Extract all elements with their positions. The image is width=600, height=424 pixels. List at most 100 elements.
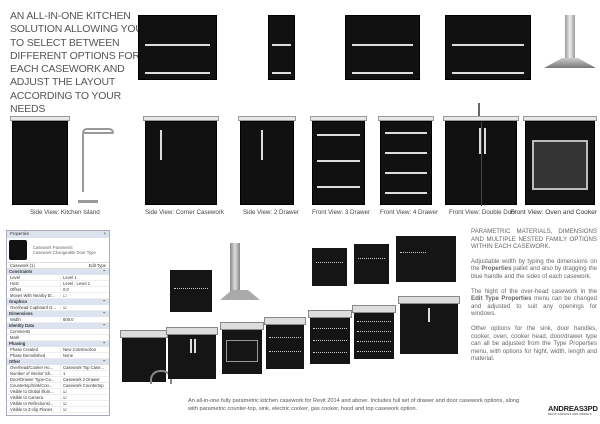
collapse-icon[interactable]: ⌃ — [102, 269, 106, 274]
edit-type-button[interactable]: Edit Type — [88, 263, 106, 268]
property-label: Overhead/Cooker Ho... — [10, 365, 54, 370]
property-label: Level — [10, 275, 21, 280]
property-row: Host Level : Level 1 — [7, 281, 109, 287]
property-value[interactable]: ☑ — [60, 407, 109, 412]
text: Other options for the sink, door handles… — [471, 324, 597, 363]
collapse-icon[interactable]: ⌃ — [102, 323, 106, 328]
text-bold: Edit Type Properties — [471, 295, 532, 303]
property-row: Countertop/Sink/Coo... Casework Counterto… — [7, 383, 109, 389]
property-label: Visible to Reflections/... — [10, 401, 54, 406]
property-row: Overhead/Cooker Ho... Casework Top Case..… — [7, 365, 109, 371]
property-row: Moves With Nearby El... ☐ — [7, 293, 109, 299]
property-value[interactable]: 0.0 — [60, 287, 109, 292]
property-section[interactable]: Phasing ⌃ — [7, 341, 109, 347]
property-value[interactable]: ☑ — [60, 401, 109, 406]
logo-name: ANDREAS3PD — [548, 404, 598, 413]
property-label: Phase Demolished — [10, 353, 46, 358]
section-title: Constraints — [9, 269, 33, 274]
property-section[interactable]: Dimensions ⌃ — [7, 311, 109, 317]
property-label: Moves With Nearby El... — [10, 293, 55, 298]
property-label: Countertop/Sink/Coo... — [10, 383, 53, 388]
text: menu can be changed and adjusted to suit… — [471, 295, 598, 318]
property-value[interactable]: New Construction — [60, 347, 109, 352]
collapse-icon[interactable]: ⌃ — [102, 341, 106, 346]
property-row: Visible to Z-clip Planes ☑ — [7, 407, 109, 413]
property-value[interactable]: ☑ — [60, 305, 109, 310]
property-label: Comments — [10, 329, 31, 334]
property-row: Number of Interior Sh... 1 — [7, 371, 109, 377]
collapse-icon[interactable]: ⌃ — [102, 359, 106, 364]
property-label: Visible to Z-clip Planes — [10, 407, 53, 412]
oven-icon — [532, 140, 588, 190]
headline: AN ALL-IN-ONE KITCHEN SOLUTION ALLOWING … — [10, 10, 143, 116]
property-value[interactable]: 600.0 — [60, 317, 109, 322]
property-value[interactable]: ☑ — [60, 395, 109, 400]
property-section[interactable]: Graphics⌃ — [7, 299, 109, 305]
property-section[interactable]: Other ⌃ — [7, 359, 109, 365]
hood-icon — [230, 243, 240, 293]
property-row: Width 600.0 — [7, 317, 109, 323]
property-value[interactable]: ☐ — [60, 293, 109, 298]
property-label: Visible to Camera — [10, 395, 43, 400]
property-value[interactable]: Level : Level 1 — [60, 281, 109, 286]
property-label: Width — [10, 317, 21, 322]
property-label: Offset — [10, 287, 22, 292]
property-section[interactable]: Constraints ⌃ — [7, 269, 109, 275]
property-label: Phase Created — [10, 347, 38, 352]
family-thumbnail-icon — [9, 240, 27, 260]
property-value[interactable]: Casework Top Case... — [60, 365, 109, 370]
text: Adjustable width by typing the dimension… — [471, 257, 597, 273]
product-summary: An all-in-one fully parametric kitchen c… — [188, 398, 520, 412]
property-row: Visible to Camera ☑ — [7, 395, 109, 401]
caption: Front View: Double Door — [449, 209, 517, 216]
collapse-icon[interactable]: ⌃ — [102, 311, 106, 316]
property-label: Overhead Cupboard O... — [10, 305, 56, 310]
property-row: Phase Demolished None — [7, 353, 109, 359]
property-row: Level Level 1 — [7, 275, 109, 281]
property-value[interactable]: Casework 2 Drawer — [60, 377, 109, 382]
property-value[interactable]: 1 — [60, 371, 109, 376]
property-label: Door/Drawer Type-Ca... — [10, 377, 55, 382]
caption: Side View: 2 Drawer — [243, 209, 299, 216]
close-icon[interactable]: × — [103, 231, 106, 236]
section-title: Phasing — [9, 341, 26, 346]
section-title: Dimensions — [9, 311, 33, 316]
section-title: Other — [9, 359, 21, 364]
property-row: Comments — [7, 329, 109, 335]
stool-icon — [78, 128, 118, 205]
caption: Front View: 3 Drawer — [312, 209, 370, 216]
hood-icon — [565, 15, 575, 60]
property-row: Visible to Reflections/... ☑ — [7, 401, 109, 407]
logo-tagline: REVIT FAMILIES AND MODELS — [548, 413, 592, 416]
feature-heading: PARAMETRIC MATERIALS, DIMENSIONS AND MUL… — [471, 228, 597, 251]
property-row: Overhead Cupboard O... ☑ — [7, 305, 109, 311]
instance-selector[interactable]: Casework (1) — [10, 263, 35, 268]
panel-title: Properties — [10, 231, 30, 236]
property-label: Number of Interior Sh... — [10, 371, 54, 376]
type-name[interactable]: Casework Changeable Door Type — [33, 250, 96, 255]
property-label: Host — [10, 281, 19, 286]
property-label: Mark — [10, 335, 20, 340]
property-row: Offset 0.0 — [7, 287, 109, 293]
faucet-icon — [478, 103, 480, 116]
property-row: Mark — [7, 335, 109, 341]
caption: Front View: 4 Drawer — [380, 209, 438, 216]
property-section[interactable]: Identity Data ⌃ — [7, 323, 109, 329]
caption: Side View: Corner Casework — [145, 209, 224, 216]
section-title: Identity Data — [9, 323, 35, 328]
property-label: Visible to Global Illum... — [10, 389, 54, 394]
property-row: Visible to Global Illum... ☑ — [7, 389, 109, 395]
property-value[interactable]: ☑ — [60, 389, 109, 394]
caption: Side View: Kitchen Island — [30, 209, 100, 216]
caption: Front View: Oven and Cooker — [510, 209, 597, 216]
text-bold: Properties — [481, 265, 512, 273]
property-row: Door/Drawer Type-Ca... Casework 2 Drawer — [7, 377, 109, 383]
property-value[interactable]: None — [60, 353, 109, 358]
text: The hight of the over-head casework in t… — [471, 287, 597, 295]
property-value[interactable]: Level 1 — [60, 275, 109, 280]
collapse-icon[interactable]: ⌃ — [102, 299, 106, 304]
feature-description: PARAMETRIC MATERIALS, DIMENSIONS AND MUL… — [471, 228, 597, 370]
property-value[interactable]: Casework Countertop — [60, 383, 109, 388]
